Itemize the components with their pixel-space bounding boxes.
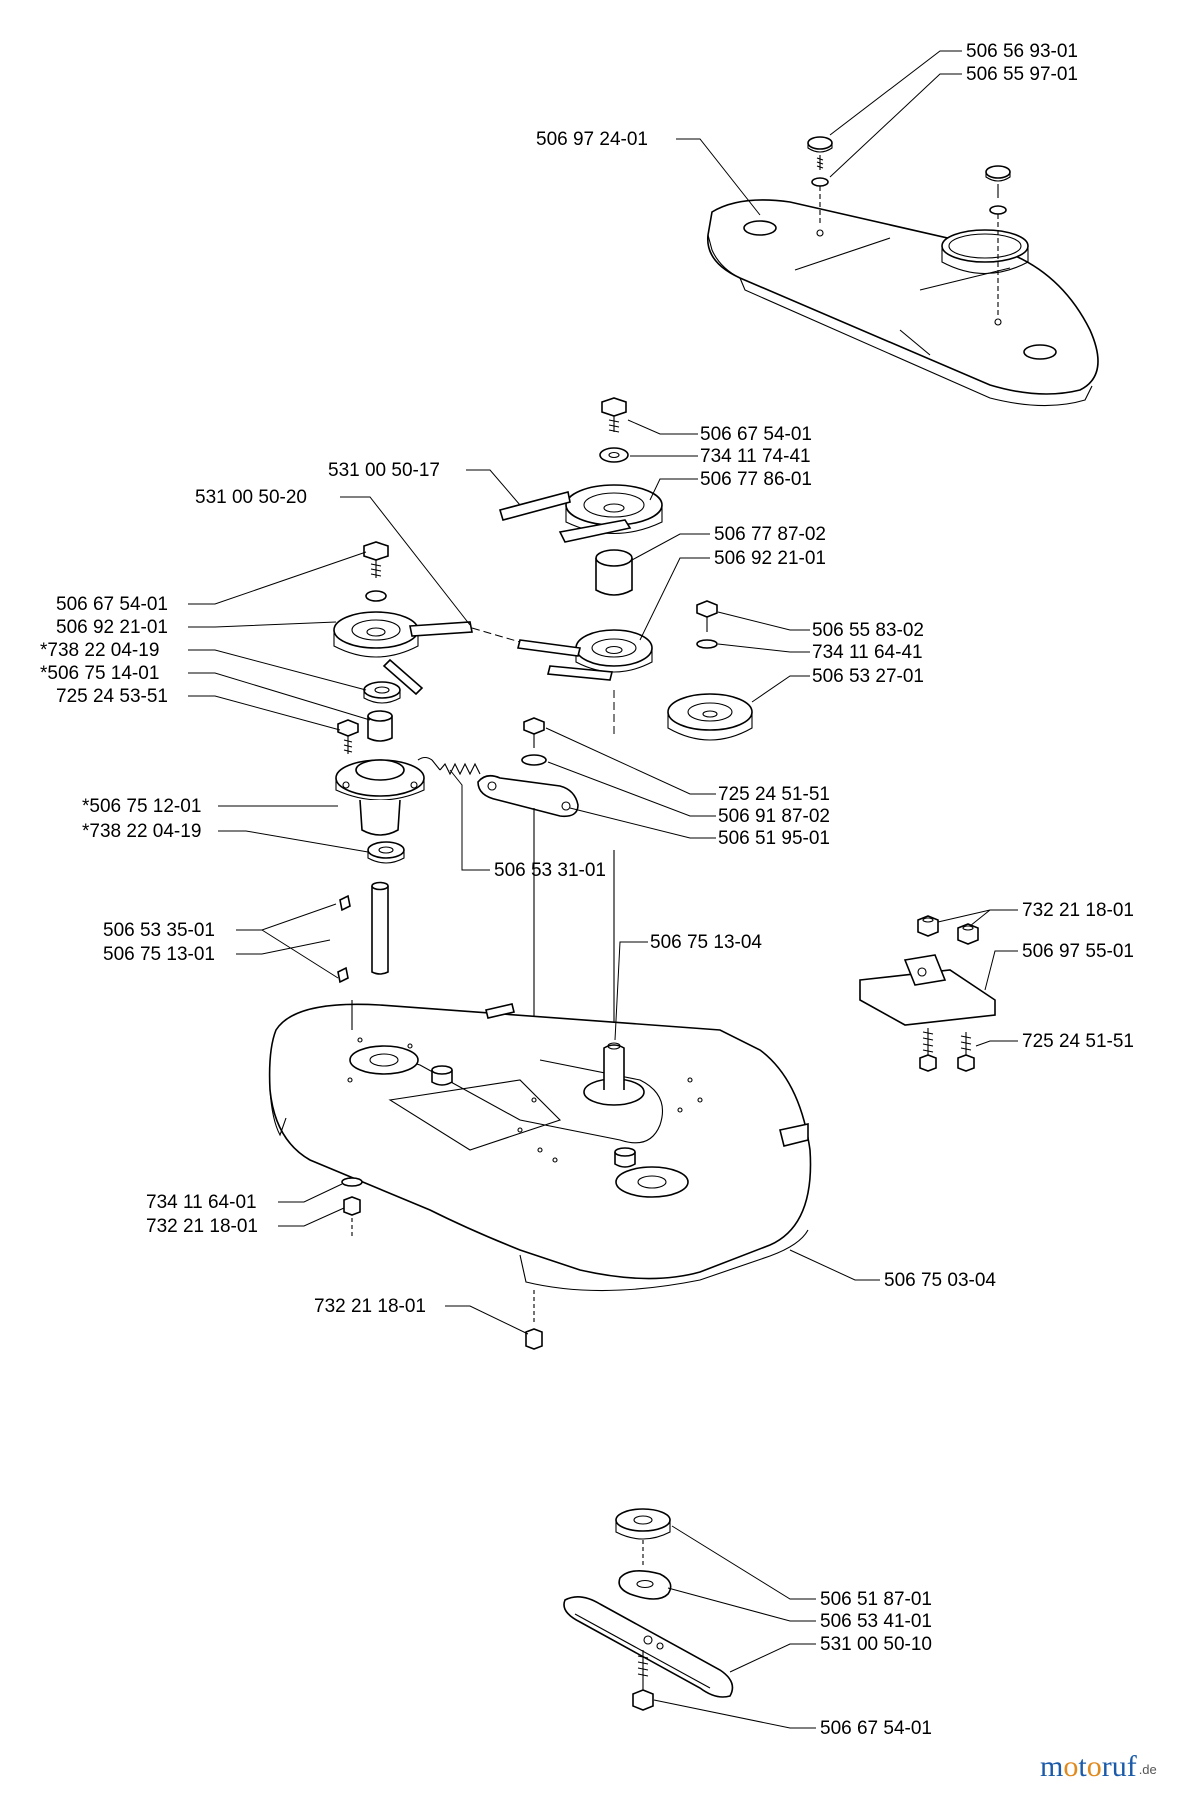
label-506-75-13-04: 506 75 13-04 — [650, 932, 762, 953]
spacer-506-75-14-01 — [367, 710, 393, 742]
label-725-24-51-51-right: 725 24 51-51 — [1022, 1031, 1134, 1052]
label-734-11-64-41: 734 11 64-41 — [812, 642, 923, 663]
label-506-97-55-01: 506 97 55-01 — [1022, 941, 1134, 962]
label-734-11-64-01: 734 11 64-01 — [146, 1192, 257, 1213]
label-506-53-35-01: 506 53 35-01 — [103, 920, 215, 941]
label-506-51-87-01: 506 51 87-01 — [820, 1589, 932, 1610]
label-506-55-83-02: 506 55 83-02 — [812, 620, 924, 641]
label-725-24-51-51-mid: 725 24 51-51 — [718, 784, 830, 805]
label-506-56-93-01: 506 56 93-01 — [966, 41, 1078, 62]
label-506-53-41-01: 506 53 41-01 — [820, 1611, 932, 1632]
label-531-00-50-10: 531 00 50-10 — [820, 1634, 932, 1655]
label-506-77-86-01: 506 77 86-01 — [700, 469, 812, 490]
label-738-22-04-19-b: *738 22 04-19 — [82, 821, 201, 842]
bolt-506-55-83-02 — [696, 600, 718, 632]
pulley-506-53-27-01 — [667, 693, 753, 741]
label-506-92-21-01-right: 506 92 21-01 — [714, 548, 826, 569]
washer-506-91-87-02 — [521, 754, 547, 766]
label-506-53-27-01: 506 53 27-01 — [812, 666, 924, 687]
pulley-506-92-21-01-left — [333, 611, 419, 658]
label-506-75-03-04: 506 75 03-04 — [884, 1270, 996, 1291]
bolt-725-24-51-51-mid — [521, 717, 547, 766]
label-732-21-18-01-bottom: 732 21 18-01 — [314, 1296, 426, 1317]
blade-531-00-50-10 — [563, 1596, 734, 1698]
watermark-logo: motoruf.de — [1040, 1750, 1157, 1783]
label-732-21-18-01-left: 732 21 18-01 — [146, 1216, 258, 1237]
bracket-506-97-55-01 — [859, 954, 996, 1026]
leader-lines — [188, 50, 1018, 1729]
key-506-53-35-01-b — [337, 966, 349, 984]
pulley-506-77-86-01 — [565, 484, 663, 534]
washer-734-11-74-41 — [599, 447, 629, 463]
washer-734-11-64-41 — [696, 639, 718, 649]
belt-cover-plate — [707, 199, 1099, 407]
belt-531-00-50-20-right — [517, 639, 614, 681]
label-506-53-31-01: 506 53 31-01 — [494, 860, 606, 881]
bolt-725-24-51-51-right — [919, 1028, 975, 1072]
label-506-75-13-01: 506 75 13-01 — [103, 944, 215, 965]
label-506-97-24-01: 506 97 24-01 — [536, 129, 648, 150]
label-531-00-50-20: 531 00 50-20 — [195, 487, 307, 508]
bolt-left-top — [363, 541, 389, 578]
label-506-67-54-01-top: 506 67 54-01 — [700, 424, 812, 445]
label-734-11-74-41: 734 11 74-41 — [700, 446, 811, 467]
washer-left — [365, 590, 387, 602]
bearing-738-22-04-19-a — [363, 681, 401, 704]
label-506-51-95-01: 506 51 95-01 — [718, 828, 830, 849]
washer-734-11-64-01 — [341, 1177, 363, 1187]
spindle-506-75-13-01 — [337, 881, 389, 984]
bolt-725-24-53-51 — [337, 719, 359, 754]
label-732-21-18-01-right: 732 21 18-01 — [1022, 900, 1134, 921]
spring-506-53-31-01 — [417, 756, 481, 776]
bolt-506-67-54-01-bottom — [632, 1650, 654, 1711]
nut-732-21-18-01-left — [343, 1196, 361, 1236]
housing-506-75-12-01 — [335, 759, 425, 836]
nut-732-21-18-01-right-b — [957, 923, 979, 945]
label-506-75-12-01: *506 75 12-01 — [82, 796, 201, 817]
label-506-67-54-01-bottom: 506 67 54-01 — [820, 1718, 932, 1739]
label-506-77-87-02: 506 77 87-02 — [714, 524, 826, 545]
label-738-22-04-19-a: *738 22 04-19 — [40, 640, 159, 661]
label-506-75-14-01: *506 75 14-01 — [40, 663, 159, 684]
idler-arm-506-51-95-01 — [477, 774, 579, 818]
label-725-24-53-51: 725 24 53-51 — [56, 686, 168, 707]
watermark-brand: motoruf.de — [1040, 1750, 1157, 1783]
label-531-00-50-17: 531 00 50-17 — [328, 460, 440, 481]
label-506-55-97-01: 506 55 97-01 — [966, 64, 1078, 85]
pulley-506-92-21-01-right — [575, 629, 653, 673]
nut-732-21-18-01-bottom — [525, 1290, 543, 1350]
hub-506-51-87-01 — [615, 1508, 671, 1540]
label-506-91-87-02: 506 91 87-02 — [718, 806, 830, 827]
bolt-top-right — [601, 397, 627, 433]
belt-dashed-continuation — [471, 627, 521, 643]
screw-506-56-93-01 — [807, 136, 833, 225]
belt-531-00-50-17 — [498, 491, 632, 543]
key-506-53-35-01-a — [339, 894, 351, 912]
mower-deck-506-75-03-04 — [268, 1003, 812, 1292]
label-506-67-54-01-left: 506 67 54-01 — [56, 594, 168, 615]
screw-506-55-97-01 — [985, 165, 1011, 318]
belt-531-00-50-20-left — [382, 621, 473, 696]
nut-732-21-18-01-right-a — [917, 915, 939, 937]
spacer-506-77-87-02 — [595, 549, 633, 596]
label-506-92-21-01-left: 506 92 21-01 — [56, 617, 168, 638]
adapter-506-53-41-01 — [618, 1570, 672, 1600]
bearing-738-22-04-19-b — [367, 841, 405, 864]
